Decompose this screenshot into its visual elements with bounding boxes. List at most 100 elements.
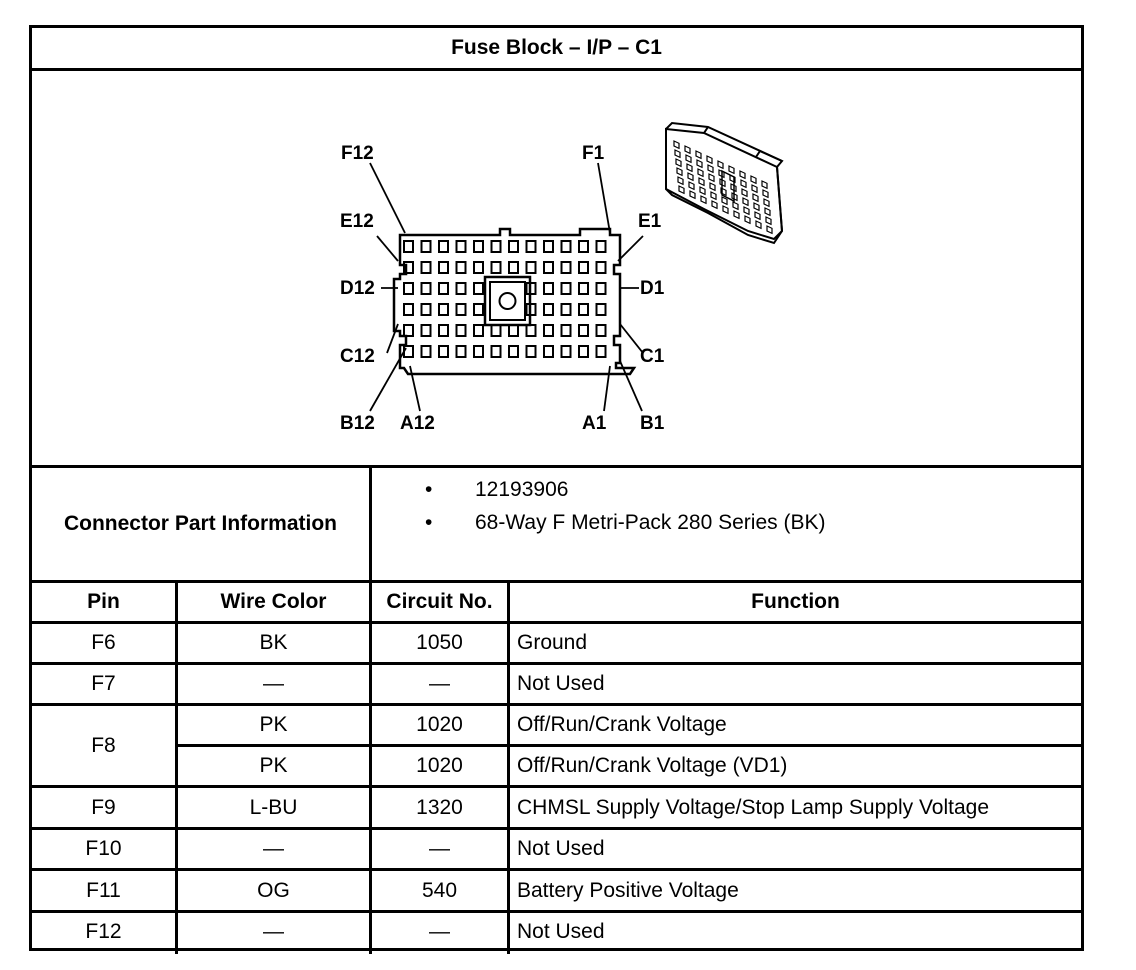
pin-cavity	[420, 345, 432, 358]
pin-cavity	[455, 324, 467, 337]
connector-info-label: Connector Part Information	[63, 512, 337, 535]
pin-cavity	[525, 240, 537, 253]
iso-cavity	[685, 154, 692, 164]
table-row-circuit: —	[429, 837, 450, 860]
table-row-function: Not Used	[517, 837, 605, 860]
iso-cavity	[754, 211, 761, 221]
pin-cavity	[473, 324, 484, 337]
pin-cavity	[420, 240, 432, 253]
pin-cavity	[490, 261, 502, 274]
pin-cavity	[543, 261, 554, 274]
iso-cavity	[728, 165, 735, 175]
table-row-function: Not Used	[517, 672, 605, 695]
pin-cavity	[578, 240, 589, 253]
table-row-pin: F12	[85, 920, 122, 943]
pin-cavity	[403, 240, 414, 253]
pin-cavity	[438, 345, 449, 358]
iso-cavity	[743, 206, 750, 216]
iso-cavity	[695, 150, 702, 160]
iso-cavity	[696, 159, 703, 169]
table-row-wire-color: OG	[257, 878, 290, 902]
connector-isometric-view	[665, 121, 784, 245]
iso-cavity	[751, 184, 758, 194]
pin-cavity	[543, 240, 554, 253]
pin-cavity	[455, 261, 467, 274]
iso-cavity	[720, 187, 727, 197]
table-row-function: Off/Run/Crank Voltage	[517, 713, 727, 736]
header-function: Function	[751, 590, 840, 613]
table-row-function: Off/Run/Crank Voltage (VD1)	[517, 754, 788, 777]
pin-cavity	[420, 303, 432, 316]
table-row-pin: F8	[91, 733, 116, 757]
pin-cavity	[455, 303, 467, 316]
divider	[32, 580, 1081, 583]
iso-cavity	[676, 167, 683, 177]
pin-cavity	[508, 345, 519, 358]
iso-cavity	[698, 177, 705, 187]
label-a1: A1	[582, 413, 607, 434]
pin-cavity	[455, 345, 467, 358]
pin-cavity	[560, 240, 572, 253]
connector-face-drawing: F12 F1 E12 E1 D12 D1 C12 C1 B12 A12 A1 B…	[340, 121, 784, 434]
pin-cavity	[403, 303, 414, 316]
bullet-icon: •	[425, 478, 433, 501]
leader-lines	[369, 162, 644, 412]
iso-cavity	[742, 197, 749, 207]
pin-cavity	[578, 282, 589, 295]
label-d12: D12	[340, 278, 375, 299]
pin-cavity	[525, 261, 537, 274]
pin-cavity	[490, 240, 502, 253]
iso-cavity	[699, 186, 706, 196]
iso-cavity	[711, 200, 718, 210]
iso-cavity	[755, 220, 762, 230]
iso-cavity	[732, 201, 739, 211]
table-row-pin: F7	[91, 672, 116, 695]
iso-cavity	[697, 168, 704, 178]
table-row-function: Not Used	[517, 920, 605, 943]
pin-cavity	[595, 324, 607, 337]
table-row-function: Ground	[517, 631, 588, 654]
table-row-pin: F6	[91, 631, 116, 654]
header-circuit: Circuit No.	[386, 590, 493, 613]
table-row-circuit: —	[429, 672, 450, 695]
table-row-circuit: —	[429, 920, 450, 943]
iso-cavity	[763, 198, 770, 208]
iso-cavity	[739, 170, 746, 180]
pin-cavity	[543, 282, 554, 295]
center-boss	[483, 275, 532, 327]
table-row-circuit: 1050	[416, 631, 463, 654]
pin-cavity	[525, 324, 537, 337]
pin-cavity	[560, 282, 572, 295]
iso-cavity	[721, 196, 728, 206]
table-row-wire-color: —	[263, 920, 284, 943]
pin-cavity	[473, 240, 484, 253]
table-row-wire-color: PK	[259, 754, 288, 777]
connector-sheet: Fuse Block – I/P – C1	[29, 25, 1084, 954]
iso-cavity	[765, 216, 772, 226]
pin-cavity	[543, 324, 554, 337]
pin-cavity	[595, 282, 607, 295]
table-row-circuit: 540	[421, 878, 458, 902]
pin-cavity	[578, 345, 589, 358]
table-row-wire-color: —	[263, 672, 284, 695]
iso-cavity	[688, 181, 695, 191]
label-c12: C12	[340, 346, 375, 367]
pin-cavity	[438, 324, 449, 337]
pin-cavity	[438, 240, 449, 253]
table-row-circuit: 1320	[416, 795, 463, 819]
table-row-pin: F9	[91, 795, 116, 819]
pin-cavity	[508, 240, 519, 253]
pin-cavity	[403, 282, 414, 295]
table-row-pin: F10	[85, 837, 122, 860]
pin-cavity	[560, 345, 572, 358]
pin-cavity	[525, 345, 537, 358]
iso-cavity	[717, 160, 724, 170]
pin-cavities	[403, 240, 607, 358]
pin-cavity	[473, 261, 484, 274]
iso-cavity	[744, 215, 751, 225]
pin-cavity	[473, 282, 484, 295]
divider	[32, 68, 1081, 71]
label-f1: F1	[582, 143, 605, 164]
iso-cavity	[709, 182, 716, 192]
table-row-circuit: 1020	[416, 713, 463, 736]
